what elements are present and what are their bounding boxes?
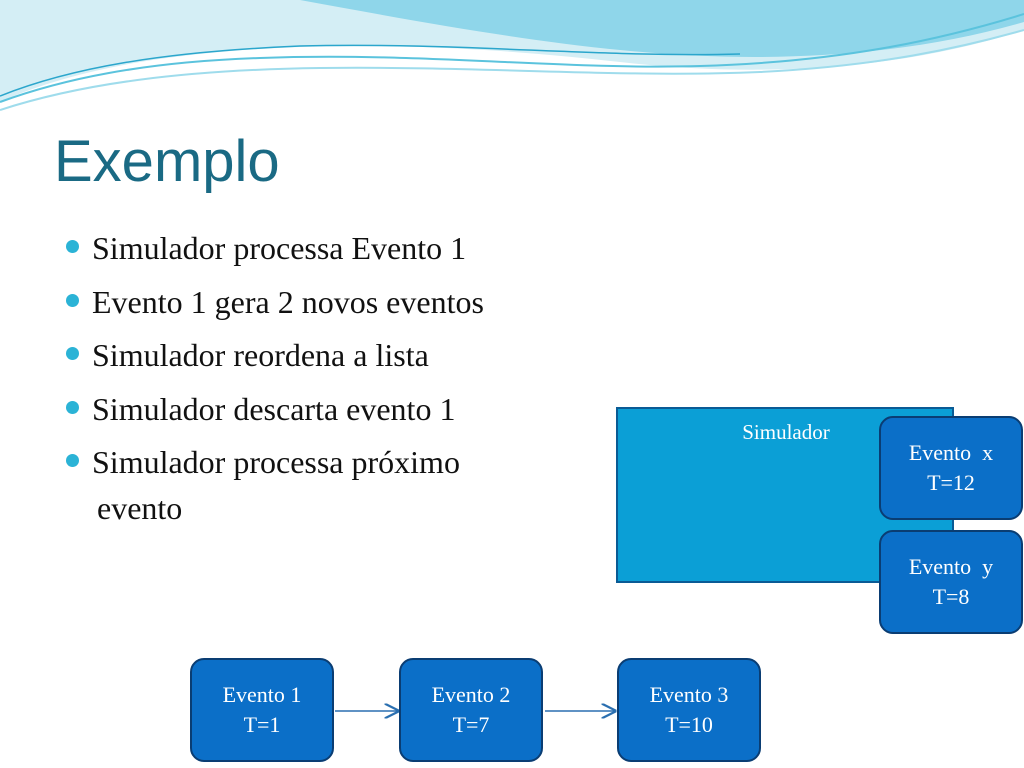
bullet-item: Simulador processa Evento 1 — [64, 222, 484, 276]
header-wave-decoration — [0, 0, 1024, 111]
simulator-label: Simulador — [742, 420, 830, 444]
event-3-box: Evento 3 T=10 — [617, 658, 761, 762]
slide-title: Exemplo — [54, 129, 280, 194]
event-name: Evento 2 — [431, 682, 511, 707]
event-time: T=8 — [932, 584, 970, 609]
event-name: Evento 1 — [222, 682, 302, 707]
event-name: Evento 3 — [649, 682, 729, 707]
bullet-list: Simulador processa Evento 1 Evento 1 ger… — [64, 222, 484, 490]
event-name: Evento x — [908, 440, 994, 465]
event-2-box: Evento 2 T=7 — [399, 658, 543, 762]
new-event-y-box: Evento y T=8 — [879, 530, 1023, 634]
bullet-item: Simulador descarta evento 1 — [64, 383, 484, 437]
event-time: T=1 — [243, 712, 281, 737]
event-time: T=10 — [665, 712, 713, 737]
event-1-box: Evento 1 T=1 — [190, 658, 334, 762]
bullet-item: Simulador reordena a lista — [64, 329, 484, 383]
event-name: Evento y — [908, 554, 994, 579]
new-event-x-box: Evento x T=12 — [879, 416, 1023, 520]
bullet-item: Simulador processa próximo — [64, 436, 484, 490]
bullet-continuation: evento — [97, 490, 183, 526]
event-time: T=7 — [452, 712, 490, 737]
event-time: T=12 — [927, 470, 975, 495]
bullet-item: Evento 1 gera 2 novos eventos — [64, 276, 484, 330]
